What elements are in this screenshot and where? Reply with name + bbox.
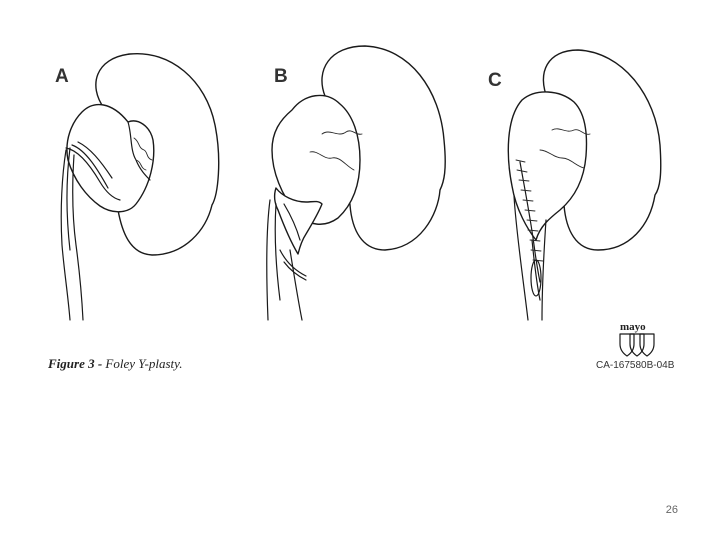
figure-code: CA-167580B-04B [596,360,675,371]
panel-b-ureter-inner [274,203,281,301]
panel-b-renal-pelvis [271,94,361,225]
panel-b-ureter-right [289,249,303,321]
panel-b: B [266,45,446,321]
panel-b-incision-2 [283,261,307,281]
page-number: 26 [665,504,678,516]
panel-c-stent [530,259,542,297]
panel-a-ureter-right [72,154,84,321]
panel-a-vessel-2 [135,159,147,171]
panel-b-vessel-1 [321,130,363,135]
panel-b-ureter-left [266,199,271,321]
caption-title: Foley Y-plasty. [104,356,182,371]
panel-b-flap-inner [283,203,301,241]
panel-c-ureter-left [513,195,529,321]
panel-b-vessel-2 [309,151,355,171]
panel-c: C [488,49,662,321]
panel-b-y-flap [273,187,323,255]
mayo-shield-left [619,333,635,357]
caption-prefix: Figure 3 - [47,356,105,371]
panel-c-suture-line [519,161,541,283]
panel-c-ureter-inner [531,239,541,301]
figure-caption: Figure 3 - Foley Y-plasty. [47,356,182,371]
panel-c-letter: C [488,70,502,91]
panel-a: A [55,52,220,321]
mayo-logo: mayo [619,321,655,357]
mayo-logo-text: mayo [620,321,646,333]
panel-a-vessel-1 [133,137,153,161]
mayo-shield-right [639,333,655,357]
panel-c-suture-stitches [515,159,544,262]
panel-a-flap-1 [65,147,121,201]
mayo-shield-middle [629,333,645,357]
panel-a-flap-2 [71,144,109,189]
panel-a-ureter-left [60,149,71,321]
panel-b-incision-1 [279,249,307,277]
panel-a-letter: A [55,66,69,87]
panel-a-ureter-inner [66,147,71,251]
panel-c-vessel-1 [551,128,591,135]
panel-a-flap-3 [77,141,113,179]
panel-c-ureter-right [541,219,547,321]
panel-c-vessel-2 [539,149,585,169]
panel-b-letter: B [274,66,288,87]
